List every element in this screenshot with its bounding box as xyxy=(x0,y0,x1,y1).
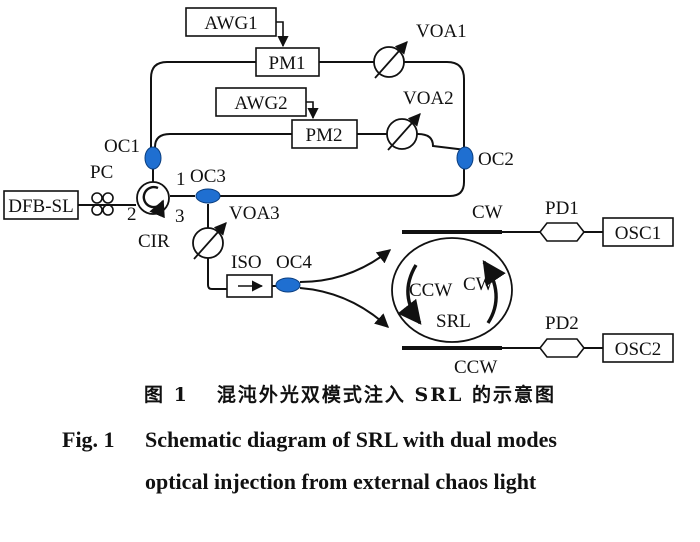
isolator: ISO xyxy=(226,252,273,298)
oc3-label: OC3 xyxy=(190,166,226,187)
iso-label: ISO xyxy=(231,252,262,273)
pd2-detector: PD2 xyxy=(538,313,586,358)
cir-label: CIR xyxy=(138,231,170,252)
oc3-coupler xyxy=(195,188,221,204)
polarization-controller xyxy=(91,192,114,216)
caption-en-number: Fig. 1 xyxy=(62,427,115,452)
osc2-label: OSC2 xyxy=(615,339,661,360)
voa3-attenuator: VOA3 xyxy=(192,203,280,260)
pm1-box: PM1 xyxy=(255,47,320,77)
osc2-box: OSC2 xyxy=(602,333,674,363)
pd1-detector: PD1 xyxy=(538,198,586,242)
pm1-label: PM1 xyxy=(269,53,306,74)
ccw-output-label: CCW xyxy=(454,357,497,378)
voa1-label: VOA1 xyxy=(416,21,467,42)
caption-cn-number: 图 1 xyxy=(144,384,189,406)
osc1-label: OSC1 xyxy=(615,223,661,244)
awg2-group: AWG2 xyxy=(215,87,319,120)
ccw-inner-label: CCW xyxy=(409,280,452,301)
cir-port2-label: 2 xyxy=(127,204,137,225)
voa2-attenuator: VOA2 xyxy=(386,88,454,151)
voa3-label: VOA3 xyxy=(229,203,280,224)
pm2-label: PM2 xyxy=(306,125,343,146)
dfb-laser-box: DFB-SL xyxy=(3,190,79,220)
caption-chinese: 图 1 混沌外光双模式注入 SRL 的示意图 xyxy=(0,380,700,407)
oc1-label: OC1 xyxy=(104,136,140,157)
awg1-group: AWG1 xyxy=(185,7,289,48)
oc4-label: OC4 xyxy=(276,252,312,273)
pd2-label: PD2 xyxy=(545,313,579,334)
return-fiber xyxy=(220,166,465,197)
upper-fiber-loop xyxy=(150,61,465,150)
srl-label: SRL xyxy=(436,311,471,332)
awg2-label: AWG2 xyxy=(234,93,287,114)
caption-en-line2-text: optical injection from external chaos li… xyxy=(145,469,537,494)
voa2-label: VOA2 xyxy=(403,88,454,109)
oc1-coupler xyxy=(144,146,162,170)
caption-en-line1-text: Schematic diagram of SRL with dual modes xyxy=(145,427,557,452)
pm2-box: PM2 xyxy=(291,119,358,149)
oc4-to-cw-fiber xyxy=(299,249,392,283)
cir-port1-label: 1 xyxy=(176,169,186,190)
voa1-attenuator: VOA1 xyxy=(373,21,467,79)
oc4-to-ccw-fiber xyxy=(299,287,390,328)
oc2-coupler xyxy=(456,146,474,170)
oc4-coupler xyxy=(275,277,301,293)
semiconductor-ring-laser xyxy=(391,230,513,350)
voa3-fiber xyxy=(207,204,227,290)
pd1-label: PD1 xyxy=(545,198,579,219)
caption-cn-text: 混沌外光双模式注入 SRL 的示意图 xyxy=(216,384,556,406)
cw-inner-label: CW xyxy=(463,274,494,295)
awg1-label: AWG1 xyxy=(204,13,257,34)
cir-port3-label: 3 xyxy=(175,206,185,227)
circulator xyxy=(136,181,170,219)
pc-label: PC xyxy=(90,162,113,183)
osc1-box: OSC1 xyxy=(602,217,674,247)
dfb-label: DFB-SL xyxy=(8,196,73,217)
cw-output-label: CW xyxy=(472,202,503,223)
oc2-label: OC2 xyxy=(478,149,514,170)
